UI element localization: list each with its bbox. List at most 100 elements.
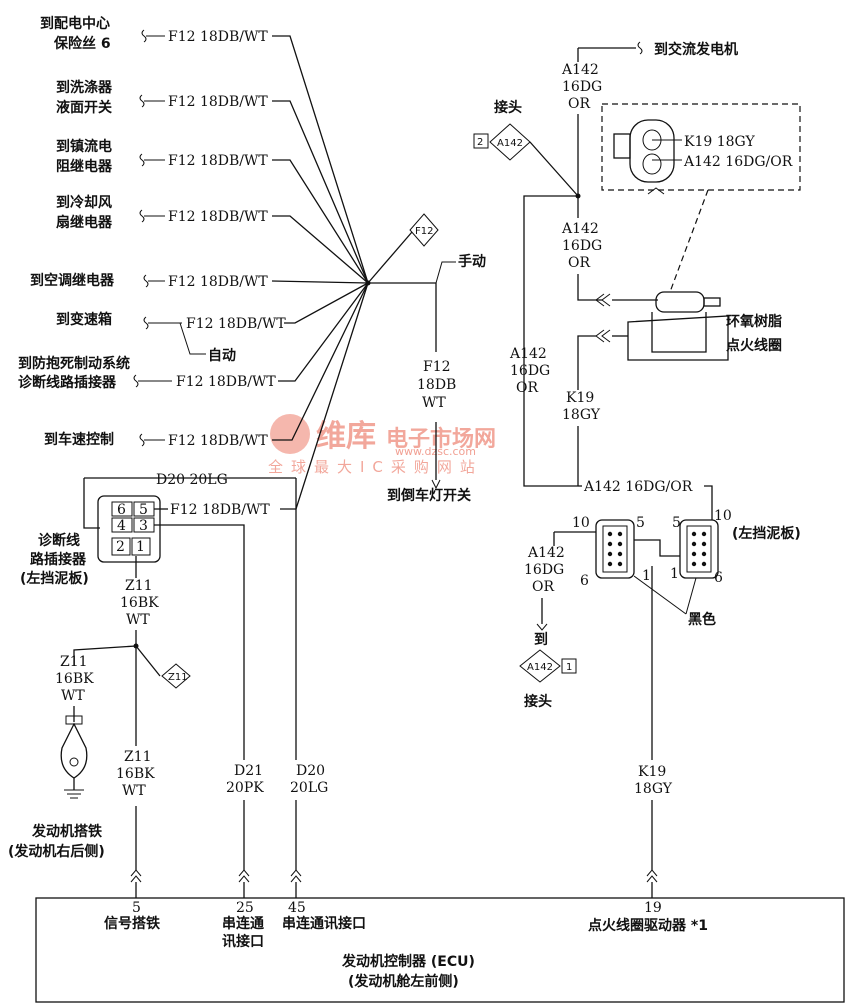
z11-c-1: Z11 [124,749,152,765]
dest-7-wire: F12 18DB/WT [176,374,276,390]
a142-mid-2: 16DG [562,238,602,254]
ecu-pin-45-name: 串连通讯接口 [282,915,366,932]
ecu-pin-5-name: 信号搭铁 [104,915,160,932]
dest-2-line1: 到洗涤器 [56,79,113,96]
conn-left-pin-10: 10 [572,515,590,531]
f12-down-1: F12 [423,359,451,375]
ecu-pin-19-name: 点火线圈驱动器 *1 [588,917,708,934]
z11-a-3: WT [126,612,150,628]
z11-b-1: Z11 [60,654,88,670]
ignition-side: 到交流发电机 A142 16DG OR 2 A142 接头 A142 16DG … [473,41,801,898]
coil-name-1: 环氧树脂 [726,313,782,330]
a142-top-2: 16DG [562,79,602,95]
dest-2-wire: F12 18DB/WT [168,94,268,110]
z11-b-3: WT [61,688,85,704]
diag-pin-4: 4 [117,518,126,534]
d21-1: D21 [234,763,263,779]
a142-low-2: 16DG [524,562,564,578]
ecu-box [35,897,845,1003]
a142-left-2: 16DG [510,363,550,379]
ecu: 5 信号搭铁 25 串连通 讯接口 45 串连通讯接口 19 点火线圈驱动器 *… [35,897,845,1003]
dest-3-wire: F12 18DB/WT [168,153,268,169]
dest-8-line1: 到车速控制 [44,431,114,448]
ecu-pin-25-name-1: 串连通 [222,915,264,932]
a142-top-1: A142 [561,62,599,78]
ecu-pin-25-num: 25 [236,900,254,916]
diag-name-1: 诊断线 [38,532,80,549]
coil-name-2: 点火线圈 [726,337,782,354]
a142-mid-3: OR [568,255,590,271]
a142-top-3: OR [568,96,590,112]
diag-pin-1: 1 [136,539,145,555]
a142-low-3: OR [532,579,554,595]
conn-right-pin-10: 10 [714,508,732,524]
to-alternator: 到交流发电机 [654,41,738,58]
ecu-pin-19-num: 19 [644,900,662,916]
coil-pin-a142: A142 16DG/OR [683,154,793,170]
d20-1: D20 [296,763,325,779]
diag-name-2: 路插接器 [30,551,87,568]
splice-top-id: A142 [497,138,523,149]
reverse-switch-label: 到倒车灯开关 [387,487,471,504]
z11-c-3: WT [122,783,146,799]
ecu-title: 发动机控制器 (ECU) [341,953,475,970]
diag-pin-2: 2 [116,539,125,555]
dest-1-wire: F12 18DB/WT [168,29,268,45]
splice-bottom-title: 接头 [524,693,552,710]
z11-c-2: 16BK [116,766,155,782]
ecu-subtitle: (发动机舱左前侧) [348,973,459,990]
d20-2: 20LG [290,780,328,796]
dest-7-line2: 诊断线路插接器 [18,374,117,391]
diagnostic-connector: D20 20LG 6 5 4 3 2 1 F12 18DB/WT 诊断线 路插接… [8,472,297,870]
f12-splice: F12 手动 F12 18DB WT 到倒车灯开关 [387,213,486,504]
a142-horiz: A142 16DG/OR [583,479,693,495]
k19-low-2: 18GY [634,781,673,797]
watermark-brand2: 电子市场网 [386,426,496,452]
dest-6-wire: F12 18DB/WT [186,316,286,332]
splice-bottom-num: 1 [566,662,572,673]
engine-ground-1: 发动机搭铁 [31,823,102,840]
watermark: 维库 电子市场网 www.dzsc.com 全球最大IC采购网站 [268,414,496,476]
dest-6-line1: 到变速箱 [56,311,112,328]
left-connector-marks [133,29,206,447]
engine-ground-2: (发动机右后侧) [8,843,105,860]
dest-5-wire: F12 18DB/WT [168,274,268,290]
black-label: 黑色 [688,611,716,628]
splice-f12-label: F12 [415,226,433,237]
dest-2-line2: 液面开关 [56,99,112,116]
left-destinations: 到配电中心 保险丝 6 F12 18DB/WT 到洗涤器 液面开关 F12 18… [18,15,286,449]
conn-right-pin-5: 5 [672,515,681,531]
fender-label: (左挡泥板) [732,525,801,542]
dest-5-line1: 到空调继电器 [30,272,115,289]
a142-left-1: A142 [509,346,547,362]
a142-mid-1: A142 [561,221,599,237]
dest-8-wire: F12 18DB/WT [168,433,268,449]
z11-b-2: 16BK [55,671,94,687]
ecu-pin-45-num: 45 [288,900,306,916]
f12-down-2: 18DB [417,377,456,393]
conn-right-pin-1: 1 [670,566,679,582]
diag-pin-5: 5 [139,502,148,518]
diag-pin-3: 3 [139,518,148,534]
dest-4-line2: 扇继电器 [56,214,113,231]
watermark-brand: 维库 [316,419,376,454]
k19-mid-2: 18GY [562,407,601,423]
k19-low-1: K19 [638,764,666,780]
diag-pin-6: 6 [117,502,126,518]
ecu-pin-5-num: 5 [132,900,141,916]
ecu-pin-25-name-2: 讯接口 [222,933,264,950]
d21-2: 20PK [226,780,264,796]
conn-left-pin-6: 6 [580,573,589,589]
z11-a-2: 16BK [120,595,159,611]
z11-a-1: Z11 [125,578,153,594]
diag-f12-wire: F12 18DB/WT [170,502,270,518]
conn-left-pin-1: 1 [642,568,651,584]
dest-3-line1: 到镇流电 [56,138,112,155]
dest-1-line1: 到配电中心 [40,15,110,32]
splice-bottom-id: A142 [527,662,553,673]
splice-top-title: 接头 [494,99,522,116]
d20-top-label: D20 20LG [156,472,228,488]
a142-low-1: A142 [527,545,565,561]
dest-4-line1: 到冷却风 [56,194,112,211]
